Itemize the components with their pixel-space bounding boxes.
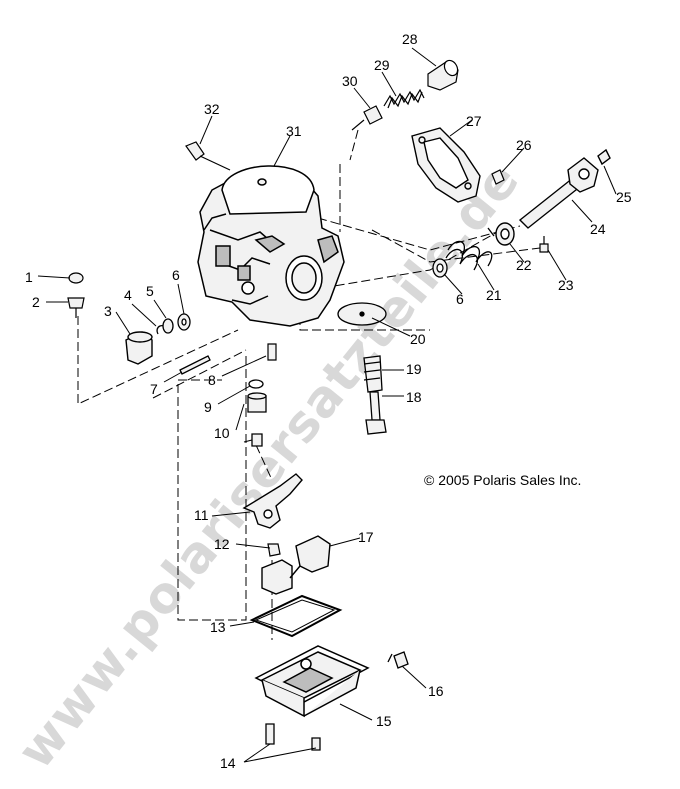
part-10-needle-jet <box>247 392 267 447</box>
callout-30: 30 <box>342 73 358 89</box>
part-2-plug <box>67 297 85 318</box>
callout-13: 13 <box>210 619 226 635</box>
callout-25: 25 <box>616 189 632 205</box>
callout-32: 32 <box>204 101 220 117</box>
callout-20: 20 <box>410 331 426 347</box>
leader-lines <box>37 47 617 763</box>
part-6-washer-right <box>432 258 448 278</box>
part-3-cap <box>125 331 153 365</box>
part-26-screw <box>491 169 505 185</box>
callout-labels: 1 2 3 4 5 6 7 8 9 10 11 12 13 14 15 16 1… <box>25 31 632 771</box>
part-16-screw <box>387 651 409 669</box>
callout-18: 18 <box>406 389 422 405</box>
callout-22: 22 <box>516 257 532 273</box>
callout-26: 26 <box>516 137 532 153</box>
part-18-screw <box>365 391 387 435</box>
callout-31: 31 <box>286 123 302 139</box>
part-1-cap <box>68 272 84 284</box>
callout-1: 1 <box>25 269 33 285</box>
callout-6-right: 6 <box>456 291 464 307</box>
part-23-screw <box>539 236 549 253</box>
callout-15: 15 <box>376 713 392 729</box>
callout-4: 4 <box>124 287 132 303</box>
part-28-knob <box>427 59 459 91</box>
part-24-shaft <box>518 148 611 229</box>
part-22-washer <box>495 222 515 246</box>
callout-9: 9 <box>204 399 212 415</box>
part-21-spring <box>445 227 495 271</box>
callout-27: 27 <box>466 113 482 129</box>
callout-7: 7 <box>150 381 158 397</box>
part-12-screw <box>267 543 281 557</box>
callout-5: 5 <box>146 283 154 299</box>
part-19-spring <box>363 355 383 393</box>
part-8-jet <box>267 343 277 361</box>
carburetor-body <box>197 165 345 327</box>
part-30-screw <box>351 105 383 131</box>
callout-23: 23 <box>558 277 574 293</box>
part-29-spring <box>383 88 425 109</box>
callout-6-left: 6 <box>172 267 180 283</box>
callout-3: 3 <box>104 303 112 319</box>
callout-21: 21 <box>486 287 502 303</box>
callout-8: 8 <box>208 372 216 388</box>
part-15-float-bowl <box>254 645 370 718</box>
callout-24: 24 <box>590 221 606 237</box>
part-11-bracket <box>242 473 303 529</box>
callout-19: 19 <box>406 361 422 377</box>
callout-11: 11 <box>194 507 209 523</box>
callout-28: 28 <box>402 31 418 47</box>
part-14-screws <box>265 723 321 751</box>
part-17-float <box>261 535 331 595</box>
callout-2: 2 <box>32 294 40 310</box>
part-6-washer-left <box>177 313 191 331</box>
callout-14: 14 <box>220 755 236 771</box>
part-27-cover-plate <box>411 127 481 203</box>
part-9-oring <box>248 379 264 389</box>
callout-12: 12 <box>214 536 230 552</box>
callout-29: 29 <box>374 57 390 73</box>
callout-16: 16 <box>428 683 444 699</box>
callout-17: 17 <box>358 529 374 545</box>
part-13-gasket <box>249 594 343 638</box>
callout-10: 10 <box>214 425 230 441</box>
part-5-ring <box>162 318 174 334</box>
part-32-screw <box>185 141 231 171</box>
copyright-text: © 2005 Polaris Sales Inc. <box>424 472 581 488</box>
